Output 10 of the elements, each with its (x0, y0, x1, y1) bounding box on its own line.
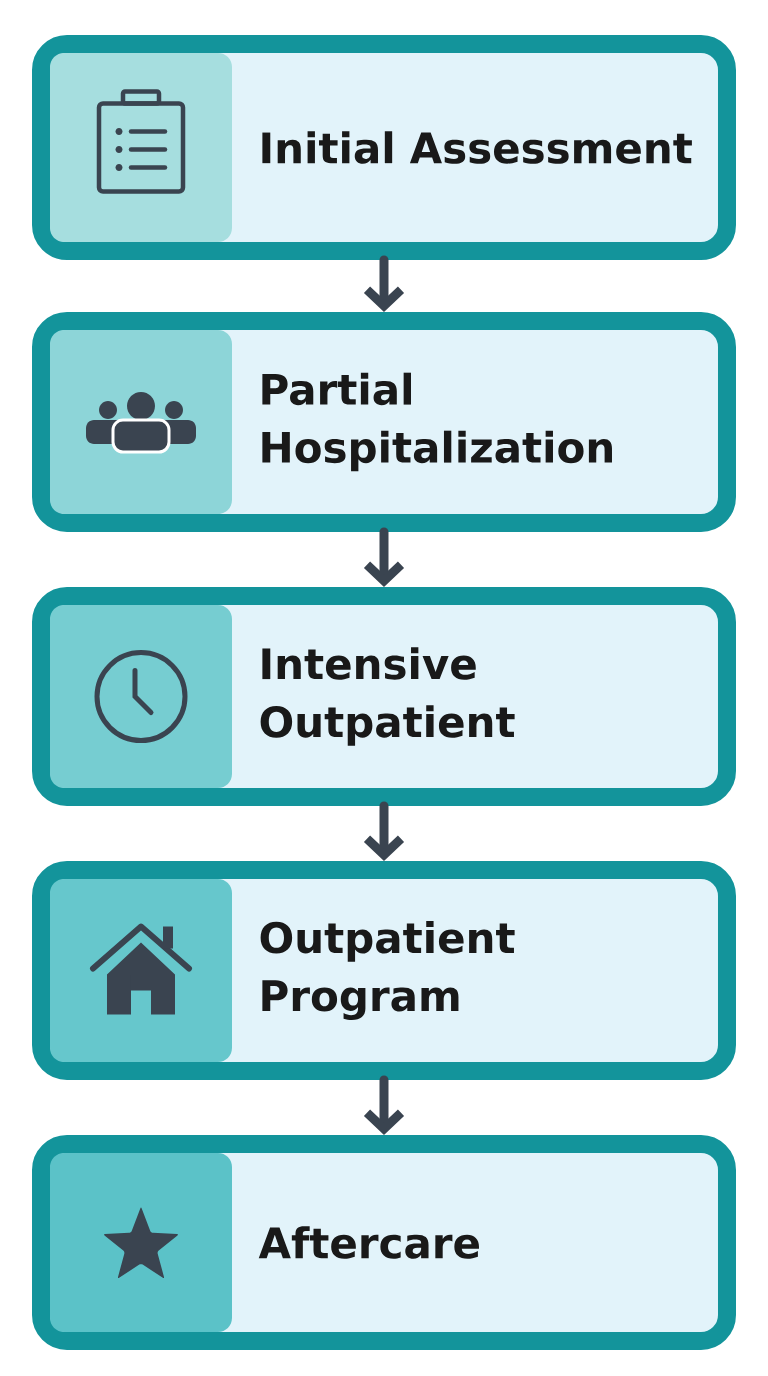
step-label: Intensive Outpatient (260, 647, 515, 746)
step-box (32, 35, 736, 260)
step-label: Partial Hospitalization (262, 372, 612, 472)
step-box (32, 1135, 736, 1350)
step-box (32, 312, 736, 532)
step-box (32, 587, 736, 806)
step-label: Initial Assessment (262, 131, 692, 164)
step-label: Outpatient Program (260, 921, 515, 1020)
step-box (32, 861, 736, 1080)
step-label: Aftercare (258, 1226, 479, 1259)
